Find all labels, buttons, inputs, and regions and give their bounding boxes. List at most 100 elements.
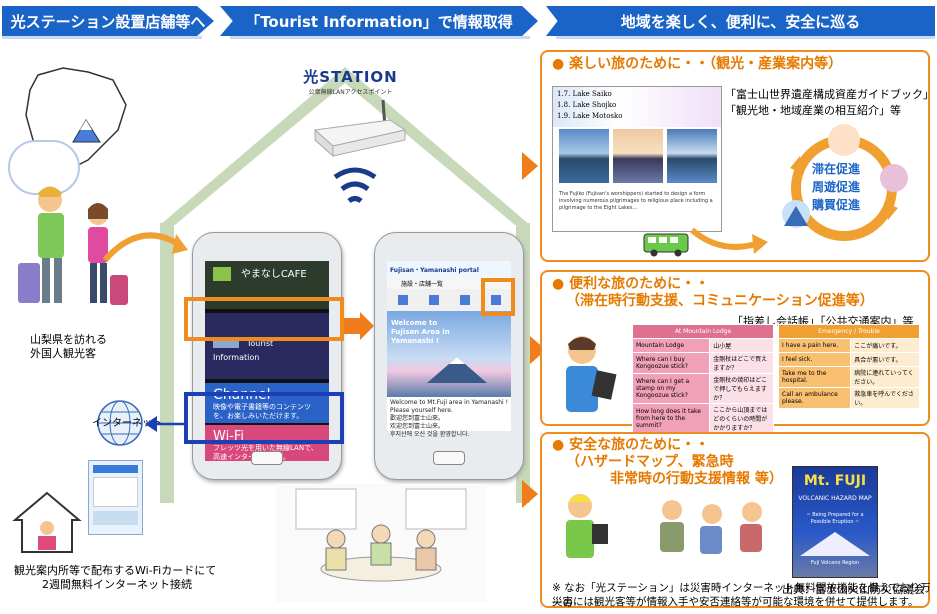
lake-3: 1.9. Lake Motosko	[557, 112, 623, 120]
circle-text-2: 周遊促進	[812, 180, 861, 194]
portal-menu-bar[interactable]: 施設・店舗一覧	[387, 277, 511, 289]
header-right-underline	[556, 36, 935, 39]
cafe-illustration	[276, 484, 486, 602]
header-left-underline	[2, 36, 202, 39]
tile-channel[interactable]: Channel 映像や電子書籍等のコンテンツを、お楽しみいただけます。	[205, 383, 329, 423]
lake-1: 1.7. Lake Saiko	[557, 90, 612, 98]
table-a-r3c1: ここから山頂まではどのくらいの時間がかかりますか？	[709, 403, 774, 434]
table-b-r2c1: 病院に連れていってください。	[850, 366, 920, 388]
book-mountain	[800, 532, 870, 556]
phone-portal-screen: Fujisan・Yamanashi portal 施設・店舗一覧 Welcome…	[387, 261, 511, 438]
tile-tourist-information[interactable]: Tourist Information	[205, 313, 329, 379]
arrow-to-panel-3	[522, 480, 538, 508]
portal-body-4: 欢迎您到富士山来。	[390, 423, 445, 430]
phone-app-menu: やまなしCAFE Tourist Information Channel 映像や…	[192, 232, 342, 480]
lake-2: 1.8. Lake Shojko	[557, 101, 617, 109]
hazard-map-book: Mt. FUJI VOLCANIC HAZARD MAP ~ Being Pre…	[792, 466, 878, 578]
header-center-underline	[230, 36, 530, 39]
book-note: ~ Being Prepared for a Possible Eruption…	[806, 512, 864, 525]
table-b-r1c0: I feel sick.	[777, 352, 852, 367]
portal-body: Welcome to Mt.Fuji area in Yamanashi ! P…	[387, 397, 511, 441]
tourist-info-icon	[213, 337, 239, 348]
table-b-r3c0: Call an ambulance please.	[777, 387, 852, 409]
table-b-r0c0: I have a pain here.	[777, 338, 852, 353]
bus-icon	[643, 233, 689, 257]
arrow-to-panel-1	[522, 152, 538, 180]
curved-arrow-to-phone	[102, 232, 188, 262]
info-house-icon	[12, 491, 82, 553]
circle-text-3: 購買促進	[812, 198, 861, 212]
portal-body-3: 歡迎您到富士山來。	[390, 415, 445, 422]
tile-yamanashi-cafe[interactable]: やまなしCAFE	[205, 261, 329, 309]
header-center-text: 「Tourist Information」で情報取得	[245, 12, 513, 31]
globe-icon	[97, 400, 143, 446]
header-right-text: 地域を楽しく、便利に、安全に巡る	[620, 12, 861, 31]
internet-label: インターネット	[92, 418, 162, 429]
arrow-bus-to-cycle	[690, 227, 768, 254]
highlight-wifi	[184, 392, 344, 444]
highlight-tourist-info	[184, 297, 344, 341]
panel3-title-1: ● 安全な旅のために・・	[552, 437, 710, 453]
panel3-title-3: 非常時の行動支援情報 等）	[610, 471, 783, 487]
wifi-signal-icon	[333, 167, 377, 204]
table-b-r2c0: Take me to the hospital.	[777, 366, 852, 388]
portal-body-2: Please yourself here.	[390, 407, 453, 414]
header-right: 地域を楽しく、便利に、安全に巡る	[546, 6, 935, 36]
arrow-to-internet	[145, 416, 187, 432]
panel1-title: ● 楽しい旅のために・・（観光・産業案内等）	[552, 56, 843, 72]
wifi-card-label-1: 観光案内所等で配布するWi-Fiカードにて	[14, 564, 217, 577]
phone-portal: Fujisan・Yamanashi portal 施設・店舗一覧 Welcome…	[374, 232, 524, 480]
guidebook-image: 1.7. Lake Saiko 1.8. Lake Shojko 1.9. La…	[552, 86, 722, 232]
guidebook-caption: The Fujiko (Fujisan's worshippers) start…	[559, 191, 713, 211]
tourist-label-2: 外国人観光客	[30, 347, 96, 360]
panel1-line1: 「富士山世界遺産構成資産ガイドブック」	[725, 88, 934, 101]
phrase-table-emergency: Emergency / Trouble I have a pain here.こ…	[777, 324, 920, 409]
table-a-r0c1: 山小屋	[709, 338, 774, 353]
portal-mountain	[427, 357, 487, 383]
safety-note-1: ※ なお「光ステーション」は災害時インターネット無料開放機能を備えており万一の	[552, 582, 931, 609]
table-a-r2c1: 金剛杖の焼印はどこで押してもらえますか？	[709, 373, 774, 404]
portal-nav-icon-3[interactable]	[459, 295, 470, 305]
header-left-text: 光ステーション設置店舗等へ	[10, 12, 206, 31]
tile-channel-desc: 映像や電子書籍等のコンテンツを、お楽しみいただけます。	[213, 403, 311, 420]
lake-photo-1	[559, 129, 609, 183]
portal-nav-icon-4[interactable]	[490, 295, 501, 305]
table-b-r1c1: 具合が悪いです。	[850, 352, 920, 367]
portal-title: Fujisan・Yamanashi portal	[390, 267, 479, 274]
phone1-home-button[interactable]	[251, 451, 283, 465]
portal-welcome: Welcome to Fujisan Area in Yamanashi !	[391, 319, 450, 345]
book-title: Mt. FUJI	[803, 473, 867, 489]
hazard-people-illustration	[566, 494, 762, 558]
router-device	[313, 99, 407, 158]
panel1-line2: 「観光地・地域産業の相互紹介」等	[725, 104, 901, 117]
table-b-header: Emergency / Trouble	[778, 324, 920, 339]
portal-body-1: Welcome to Mt.Fuji area in Yamanashi !	[390, 399, 508, 406]
portal-nav-icon-1[interactable]	[397, 295, 408, 305]
table-a-r0c0: Mountain Lodge	[631, 338, 711, 353]
table-a-r3c0: How long does it take from here to the s…	[631, 403, 711, 434]
tile-tourist-label: Tourist Information	[213, 339, 274, 362]
portal-body-5: 후지산에 오신 것을 환영합니다.	[390, 431, 470, 438]
hikari-station-logo: 光STATION 公衆無線LANアクセスポイント	[288, 66, 413, 96]
table-b-r0c1: ここが痛いです。	[850, 338, 920, 353]
tile-cafe-label: やまなしCAFE	[240, 269, 307, 280]
phone2-home-button[interactable]	[433, 451, 465, 465]
portal-menu: 施設・店舗一覧	[401, 281, 444, 288]
table-b-r3c1: 救急車を呼んでください。	[850, 387, 920, 409]
lake-photo-2	[613, 129, 663, 183]
hazard-source: 出典：富士山火山防災協議会	[782, 583, 925, 596]
table-a-header: At Mountain Lodge	[632, 324, 774, 339]
tourist-label-1: 山梨県を訪れる	[30, 333, 107, 346]
tablet-user-illustration	[566, 336, 617, 412]
panel3-title-2: （ハザードマップ、緊急時	[566, 454, 734, 470]
header-left: 光ステーション設置店舗等へ	[2, 6, 214, 36]
portal-header: Fujisan・Yamanashi portal	[387, 261, 511, 277]
highlight-portal-icon	[481, 278, 515, 316]
circle-text-1: 滞在促進	[812, 162, 861, 176]
promotion-cycle-diagram	[782, 124, 908, 241]
safety-note-2: 災害には観光客等が情報入手や安否連絡等が可能な環境を併せて提供します。	[552, 596, 919, 608]
portal-nav-icon-2[interactable]	[428, 295, 439, 305]
tourists-illustration	[18, 186, 128, 305]
panel2-title-1: ● 便利な旅のために・・	[552, 276, 710, 292]
